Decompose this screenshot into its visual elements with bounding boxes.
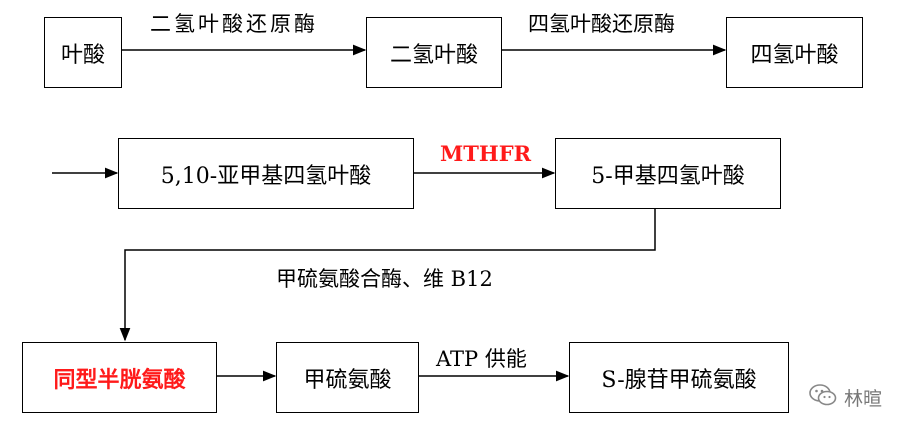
node-methylene-thf: 5,10-亚甲基四氢叶酸 (118, 138, 414, 209)
node-methyl-thf: 5-甲基四氢叶酸 (555, 138, 781, 209)
node-folic-acid: 叶酸 (44, 17, 122, 88)
node-sam: S-腺苷甲硫氨酸 (569, 342, 789, 413)
watermark: 林暄 (808, 383, 882, 412)
node-dihydrofolate: 二氢叶酸 (366, 17, 502, 88)
edge-label-dhfr1: 二氢叶酸还原酶 (150, 12, 318, 36)
edge-label-synthase: 甲硫氨酸合酶、维 B12 (276, 267, 493, 291)
watermark-text: 林暄 (843, 388, 882, 410)
wechat-icon (808, 383, 838, 412)
edge-label-mthfr: MTHFR (440, 141, 532, 166)
edge-label-dhfr2: 四氢叶酸还原酶 (528, 12, 675, 36)
node-methionine: 甲硫氨酸 (276, 342, 419, 413)
edge-label-atp: ATP 供能 (436, 347, 527, 371)
node-homocysteine: 同型半胱氨酸 (22, 342, 217, 413)
node-tetrahydrofolate: 四氢叶酸 (726, 17, 863, 88)
arrow-methyl-to-homocysteine (119, 207, 656, 342)
